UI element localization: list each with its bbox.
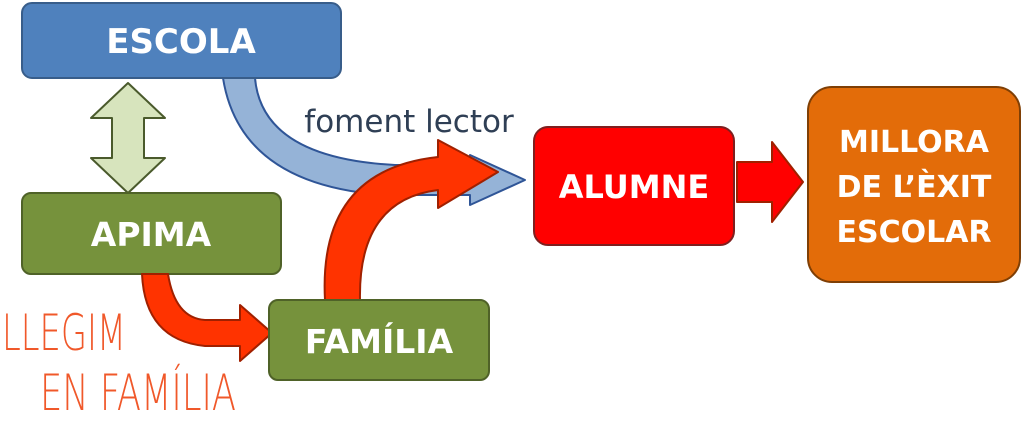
outcome-label-line-1: MILLORA	[839, 125, 990, 160]
foment-lector-label: foment lector	[304, 104, 514, 140]
apima-label: APIMA	[91, 215, 212, 254]
escola-apima-double-arrow	[90, 82, 166, 194]
familia-label: FAMÍLIA	[305, 321, 454, 361]
alumne-to-outcome-arrow	[736, 141, 804, 223]
outcome-label-line-2: DE L’ÈXIT	[837, 169, 992, 205]
familia-to-alumne-arrow	[323, 139, 499, 301]
logo-line-2: EN FAMÍLIA	[40, 363, 236, 421]
outcome-label-line-3: ESCOLAR	[836, 215, 991, 250]
alumne-label: ALUMNE	[559, 168, 709, 206]
outcome-box	[807, 86, 1021, 283]
familia-box	[268, 299, 490, 381]
apima-to-familia-arrow	[141, 273, 273, 362]
alumne-box	[533, 126, 735, 246]
logo-line-1: LLEGIM	[2, 304, 126, 362]
escola-box	[21, 2, 342, 79]
escola-label: ESCOLA	[106, 22, 256, 62]
